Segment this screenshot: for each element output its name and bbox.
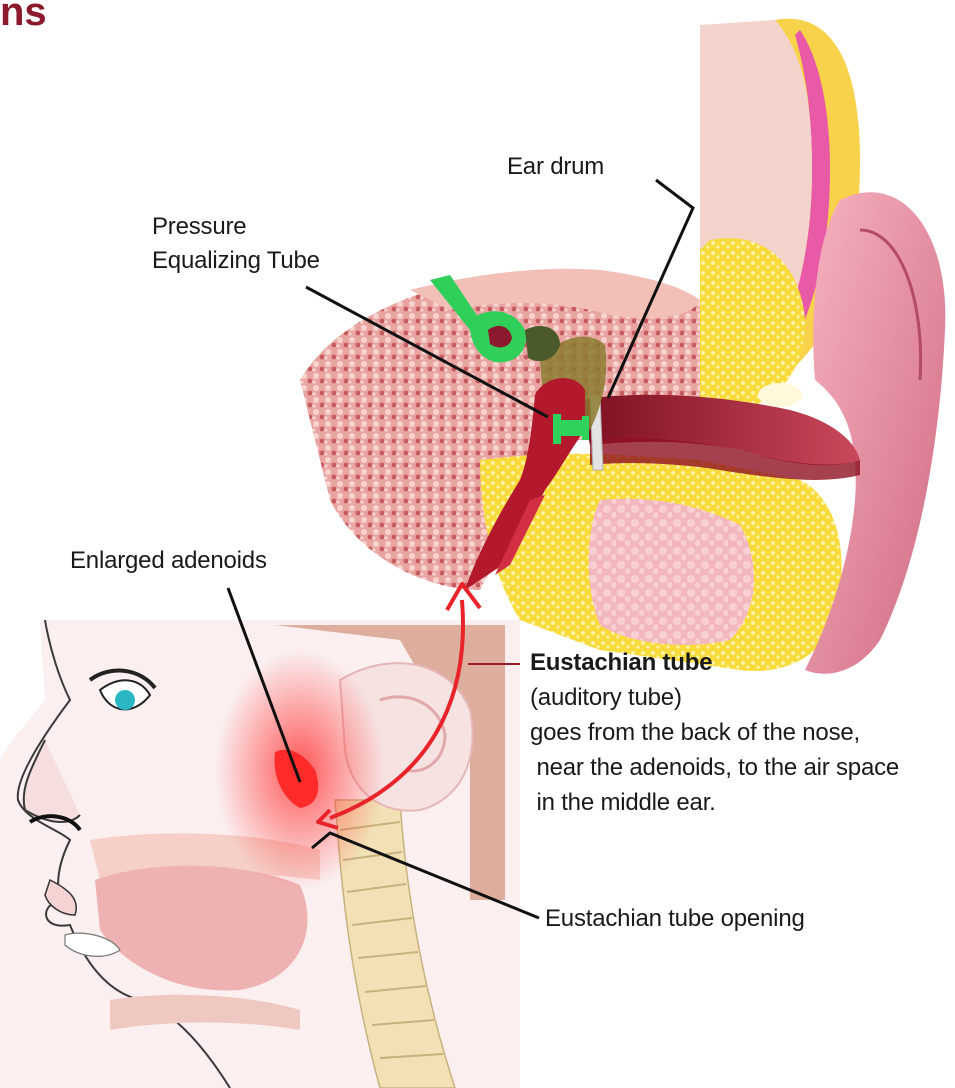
label-pressure-tube-line2: Equalizing Tube [152, 246, 320, 276]
label-pressure-tube-line1: Pressure [152, 212, 246, 242]
label-eustachian-desc-2: near the adenoids, to the air space [530, 753, 899, 783]
ear-cross-section [300, 19, 945, 674]
head-cross-section [0, 620, 520, 1088]
label-enlarged-adenoids: Enlarged adenoids [70, 546, 267, 576]
label-eustachian-tube: Eustachian tube [530, 648, 712, 678]
label-eustachian-desc-1: goes from the back of the nose, [530, 718, 860, 748]
label-ear-drum: Ear drum [507, 152, 604, 182]
label-auditory-tube: (auditory tube) [530, 683, 682, 713]
label-eustachian-desc-3: in the middle ear. [530, 788, 716, 818]
label-tube-opening: Eustachian tube opening [545, 904, 805, 934]
page-heading-fragment: ns [0, 0, 47, 35]
